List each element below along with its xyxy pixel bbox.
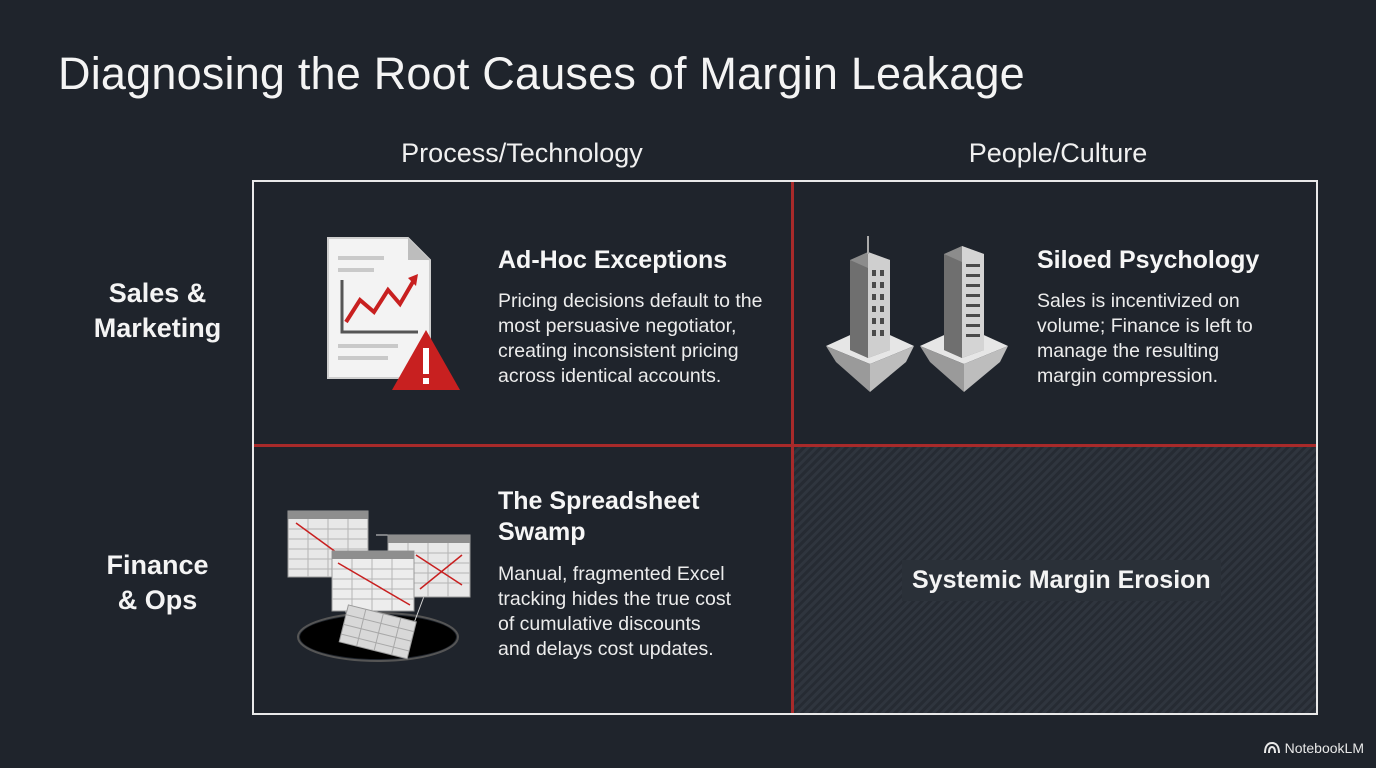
column-header-process-technology: Process/Technology [401, 138, 643, 168]
isolated-towers-icon [826, 236, 1008, 392]
cell-body-adhoc-exceptions: Pricing decisions default to the most pe… [498, 290, 763, 387]
page-title: Diagnosing the Root Causes of Margin Lea… [58, 48, 1025, 99]
systemic-margin-erosion-label: Systemic Margin Erosion [902, 560, 1221, 601]
vertical-divider [791, 182, 794, 713]
cell-title-adhoc-exceptions: Ad-Hoc Exceptions [498, 246, 728, 274]
cell-body-spreadsheet-swamp: Manual, fragmented Excel tracking hides … [498, 563, 732, 660]
matrix-grid [252, 180, 1318, 715]
row-header-sales-marketing: Sales & Marketing [93, 278, 222, 343]
cell-title-spreadsheet-swamp: The Spreadsheet Swamp [498, 487, 700, 546]
notebooklm-watermark: NotebookLM [1263, 740, 1364, 756]
cell-body-siloed-psychology: Sales is incentivized on volume; Finance… [1037, 290, 1253, 387]
sinking-spreadsheets-icon [287, 510, 471, 662]
horizontal-divider [254, 444, 1316, 447]
notebooklm-logo-icon [1263, 742, 1280, 754]
cell-title-siloed-psychology: Siloed Psychology [1037, 246, 1260, 274]
column-header-people-culture: People/Culture [968, 138, 1148, 168]
document-chart-warning-icon [327, 237, 460, 390]
row-header-finance-ops: Finance & Ops [106, 550, 209, 615]
